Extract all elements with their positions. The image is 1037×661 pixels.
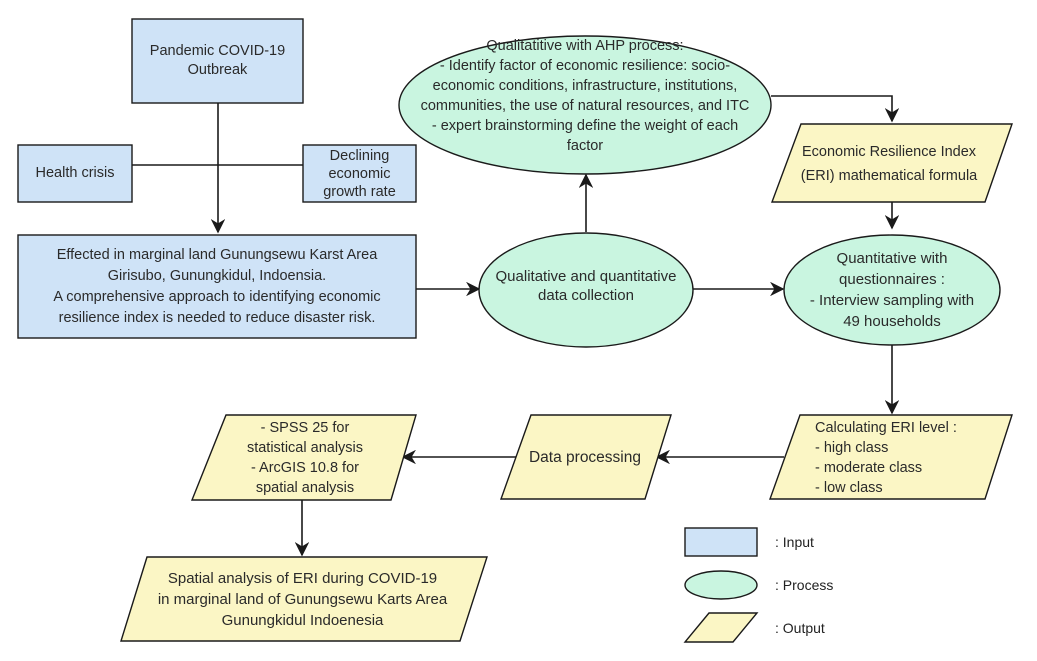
node-data-processing: Data processing [528, 448, 641, 466]
node-pandemic-shape [131, 18, 304, 104]
node-spatial-shape [120, 556, 488, 642]
edge-ahp-to-eri-formula [771, 95, 900, 123]
legend-process-swatch [684, 570, 758, 600]
node-affected-shape [17, 234, 417, 339]
node-calc-eri: Calculating ERI level : - high class - m… [815, 420, 957, 496]
node-quantitative-shape [783, 234, 1001, 346]
node-qualitative-ahp-shape [398, 35, 772, 175]
node-calc-eri-shape [769, 414, 1013, 500]
legend-input-swatch [684, 527, 758, 557]
node-declining: Declining economic growth rate [323, 147, 396, 200]
legend-input-label: : Input [775, 534, 814, 550]
node-data-processing-shape [500, 414, 672, 500]
node-declining-shape [302, 144, 417, 203]
node-eri-formula: Economic Resilience Index (ERI) mathemat… [800, 144, 978, 184]
node-software: - SPSS 25 for statistical analysis - Arc… [246, 420, 364, 496]
legend-output-swatch [683, 612, 759, 643]
node-spatial: Spatial analysis of ERI during COVID-19 … [157, 569, 448, 629]
node-quantitative: Quantitative with questionnaires : - Int… [809, 250, 975, 330]
legend-process-label: : Process [775, 577, 834, 593]
node-software-shape [190, 414, 417, 501]
node-pandemic: Pandemic COVID-19 Outbreak [149, 43, 286, 78]
node-data-collection-shape [478, 232, 694, 348]
node-health-shape [17, 144, 133, 203]
node-affected: Effected in marginal land Gunungsewu Kar… [53, 246, 381, 326]
node-qualitative-ahp: Qualitatitive with AHP process: - Identi… [420, 38, 750, 154]
node-data-collection: Qualitative and quantitative data collec… [495, 268, 677, 304]
node-eri-formula-shape [770, 123, 1013, 203]
legend-output-label: : Output [775, 620, 825, 636]
node-health: Health crisis [35, 165, 115, 181]
